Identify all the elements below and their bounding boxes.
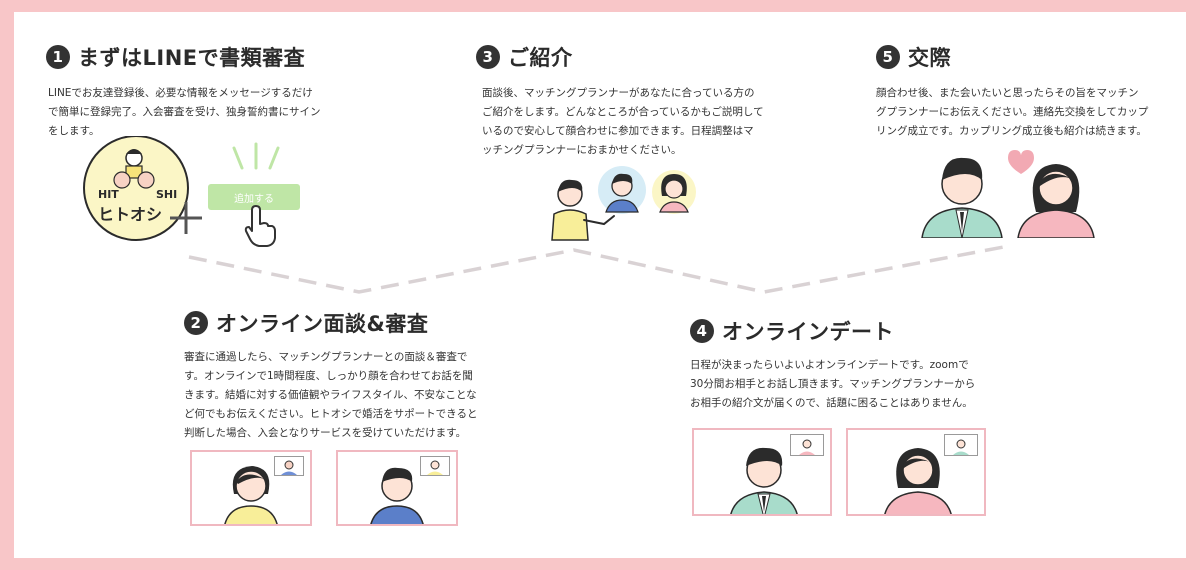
step-1-title: 1 まずはLINEで書類審査 <box>46 42 366 72</box>
step-4-number: 4 <box>690 319 714 343</box>
step-4-title-text: オンラインデート <box>722 320 894 344</box>
man-suit-avatar <box>730 447 798 514</box>
video-pip <box>790 434 824 456</box>
flow-connector-line <box>188 244 1010 294</box>
step-1-description: LINEでお友達登録後、必要な情報をメッセージするだけ で簡単に登録完了。入会審… <box>48 87 321 137</box>
step-4: 4 オンラインデート 日程が決まったらいよいよオンラインデートです。zoomで … <box>690 316 1010 413</box>
step-5-title-text: 交際 <box>908 46 951 70</box>
introduction-illustration <box>551 166 696 241</box>
step-2-number: 2 <box>184 311 208 335</box>
step-2-title-text: オンライン面談&審査 <box>216 312 429 336</box>
step-3-number: 3 <box>476 45 500 69</box>
date-frame-man <box>692 428 832 516</box>
video-frame-man <box>336 450 458 526</box>
logo-text-bottom: ヒトオシ <box>98 205 162 224</box>
heart-icon <box>1008 150 1034 174</box>
step-1-number: 1 <box>46 45 70 69</box>
flow-card: 1 まずはLINEで書類審査 LINEでお友達登録後、必要な情報をメッセージする… <box>14 12 1186 558</box>
pointer-hand-icon <box>244 205 276 247</box>
logo-text-top-right: SHI <box>156 188 177 201</box>
date-frame-woman <box>846 428 986 516</box>
woman-avatar <box>224 466 278 524</box>
video-frame-woman <box>190 450 312 526</box>
step-1: 1 まずはLINEで書類審査 LINEでお友達登録後、必要な情報をメッセージする… <box>46 42 366 141</box>
step-5-description: 顔合わせ後、また会いたいと思ったらその旨をマッチン グプランナーにお伝えください… <box>876 87 1149 137</box>
tap-lines-icon <box>232 142 280 170</box>
video-pip <box>420 456 450 476</box>
step-1-title-text: まずはLINEで書類審査 <box>78 46 306 70</box>
step-2: 2 オンライン面談&審査 審査に通過したら、マッチングプランナーとの面談＆審査で… <box>184 308 544 443</box>
step-2-description: 審査に通過したら、マッチングプランナーとの面談＆審査で す。オンラインで1時間程… <box>184 351 478 439</box>
step-5: 5 交際 顔合わせ後、また会いたいと思ったらその旨をマッチン グプランナーにお伝… <box>876 42 1176 141</box>
video-pip <box>944 434 978 456</box>
step-3: 3 ご紹介 面談後、マッチングプランナーがあなたに合っている方の ご紹介をします… <box>476 42 796 160</box>
step-3-title-text: ご紹介 <box>508 46 573 70</box>
step-4-title: 4 オンラインデート <box>690 316 1010 346</box>
hitoshi-logo: HIT SHI ヒトオシ <box>83 136 189 241</box>
man-avatar <box>370 467 424 524</box>
step-3-description: 面談後、マッチングプランナーがあなたに合っている方の ご紹介をします。どんなとこ… <box>482 87 764 156</box>
step-2-title: 2 オンライン面談&審査 <box>184 308 544 338</box>
step-5-title: 5 交際 <box>876 42 1176 72</box>
couple-illustration <box>921 150 1095 238</box>
step-5-number: 5 <box>876 45 900 69</box>
plus-icon <box>170 202 202 234</box>
logo-text-top: HIT <box>98 188 119 201</box>
step-4-description: 日程が決まったらいよいよオンラインデートです。zoomで 30分間お相手とお話し… <box>690 359 976 409</box>
step-3-title: 3 ご紹介 <box>476 42 796 72</box>
woman-avatar-2 <box>884 448 952 514</box>
video-pip <box>274 456 304 476</box>
